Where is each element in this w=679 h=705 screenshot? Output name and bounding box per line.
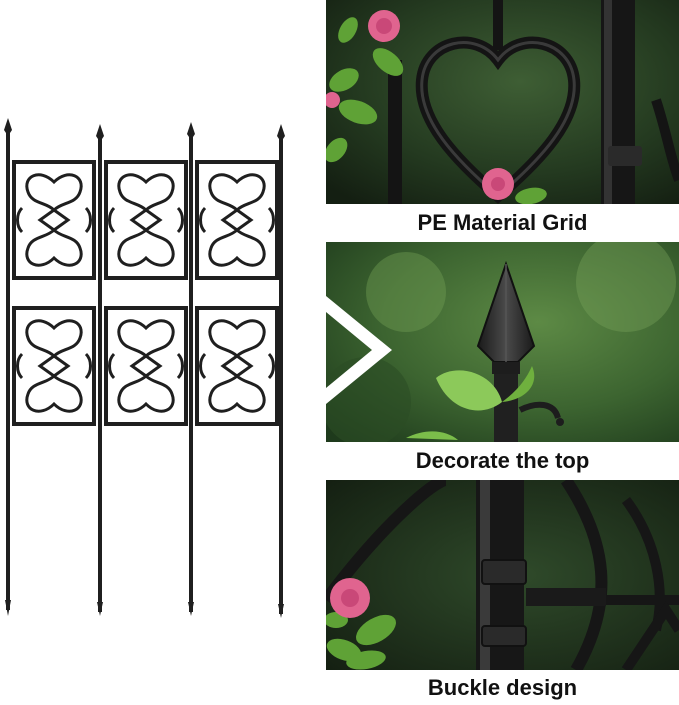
buckle-closeup-photo: [326, 480, 679, 670]
caption-buckle-design: Buckle design: [326, 670, 679, 705]
decorative-top-photo: [326, 242, 679, 442]
fence-product-illustration: [4, 118, 285, 618]
caption-decorate-top: Decorate the top: [326, 442, 679, 480]
caption-pe-material-grid: PE Material Grid: [326, 204, 679, 242]
chevron-arrow-icon: [326, 296, 392, 404]
grid-closeup-photo: [326, 0, 679, 204]
